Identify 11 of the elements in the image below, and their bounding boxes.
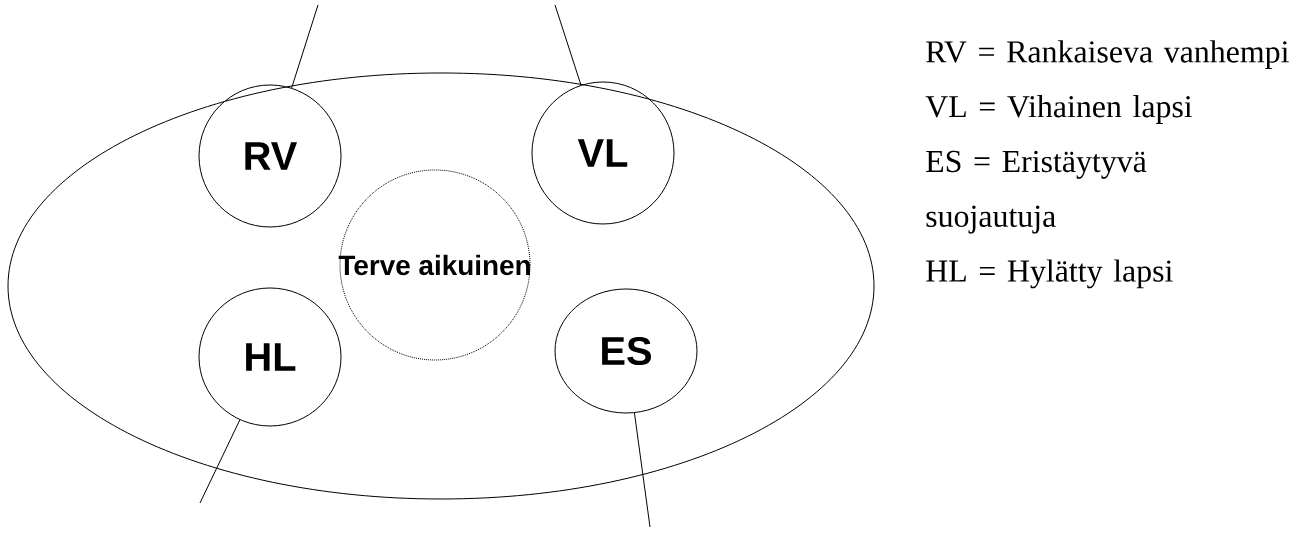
definition-text: RV = Rankaiseva vanhempi: [926, 40, 1289, 70]
leader-line: [199, 419, 241, 504]
leader-line: [554, 4, 582, 86]
ellipse-shape: [7, 72, 875, 500]
definition-text: ES = Eristäytyvä suojautuja: [926, 150, 1147, 234]
leader-line: [291, 4, 319, 89]
circle-node: HL: [198, 287, 342, 427]
definition-text: HL = Hylätty lapsi: [926, 259, 1173, 289]
leader-line: [633, 412, 651, 528]
circle-node: ES: [554, 288, 698, 414]
definition-text: VL = Vihainen lapsi: [925, 95, 1193, 124]
